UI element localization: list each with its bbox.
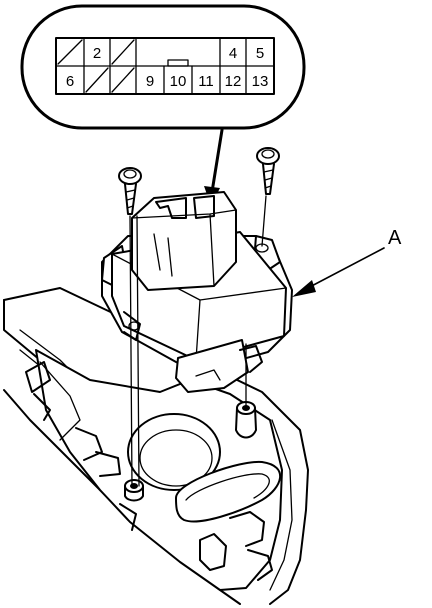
pin-label-9: 9 [146,73,154,90]
unused-cavity-7 [85,67,109,93]
pin-label-4: 4 [229,45,237,62]
pin-label-13: 13 [252,73,269,90]
connector-face: 2 4 5 6 9 10 11 12 13 [55,37,275,95]
connector-callout-bubble: 2 4 5 6 9 10 11 12 13 [20,4,306,130]
pin-label-5: 5 [256,45,264,62]
callout-label-a: A [388,227,402,249]
screw-left [118,167,142,215]
alignment-lines [129,195,267,487]
pin-label-2: 2 [93,45,101,62]
unused-cavity-3 [111,39,135,65]
pin-label-10: 10 [170,73,187,90]
unused-cavity-8 [111,67,135,93]
pin-label-11: 11 [198,73,214,90]
pin-label-12: 12 [225,73,242,90]
unused-cavity-1 [57,39,83,65]
screw-right [256,147,280,195]
switch-unit-a [101,191,293,393]
callout-a: A [292,227,402,297]
pin-label-6: 6 [66,73,74,90]
